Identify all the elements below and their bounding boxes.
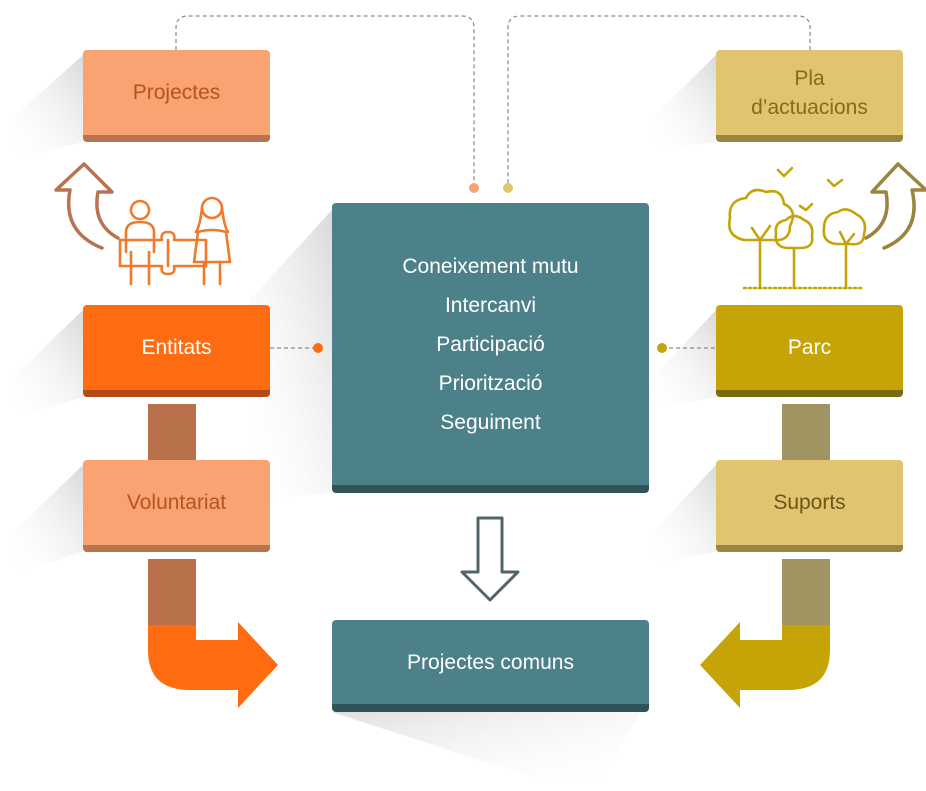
center-item: Participació [436,332,545,356]
connector-dot-orange-top [469,183,479,193]
left-curved-arrow [148,622,278,708]
projectes-box: Projectes [83,50,270,142]
left-connector-bar [148,404,196,464]
left-up-arrow-icon [54,162,120,250]
connector-dot-orange-left [313,343,323,353]
people-puzzle-icon [118,196,232,286]
connector-dot-gold-right [657,343,667,353]
center-box: Coneixement mutu Intercanvi Participació… [332,203,649,493]
projectes-label: Projectes [132,81,221,104]
entitats-label: Entitats [141,336,212,359]
center-item: Seguiment [440,410,541,434]
trees-birds-icon [728,166,867,290]
suports-label: Suports [773,491,846,514]
entitats-box: Entitats [83,305,270,397]
projectes-comuns-box: Projectes comuns [332,620,649,712]
projectes-comuns-label: Projectes comuns [407,650,574,674]
suports-box: Suports [716,460,903,552]
voluntariat-label: Voluntariat [126,491,227,514]
connector-dot-gold-top [503,183,513,193]
long-shadows [10,55,716,780]
center-item: Coneixement mutu [402,254,579,278]
pla-actuacions-box: Pla d’actuacions [716,50,903,142]
parc-box: Parc [716,305,903,397]
pla-actuacions-label: Pla d’actuacions [751,66,868,119]
dashed-connectors [175,15,811,349]
center-item: Priorització [438,371,543,395]
right-connector-bar [782,404,830,464]
down-arrow-icon [460,516,520,602]
voluntariat-box: Voluntariat [83,460,270,552]
parc-label: Parc [787,336,832,359]
right-up-arrow-icon [864,162,926,250]
center-item: Intercanvi [444,293,537,317]
right-curved-arrow [700,622,830,708]
